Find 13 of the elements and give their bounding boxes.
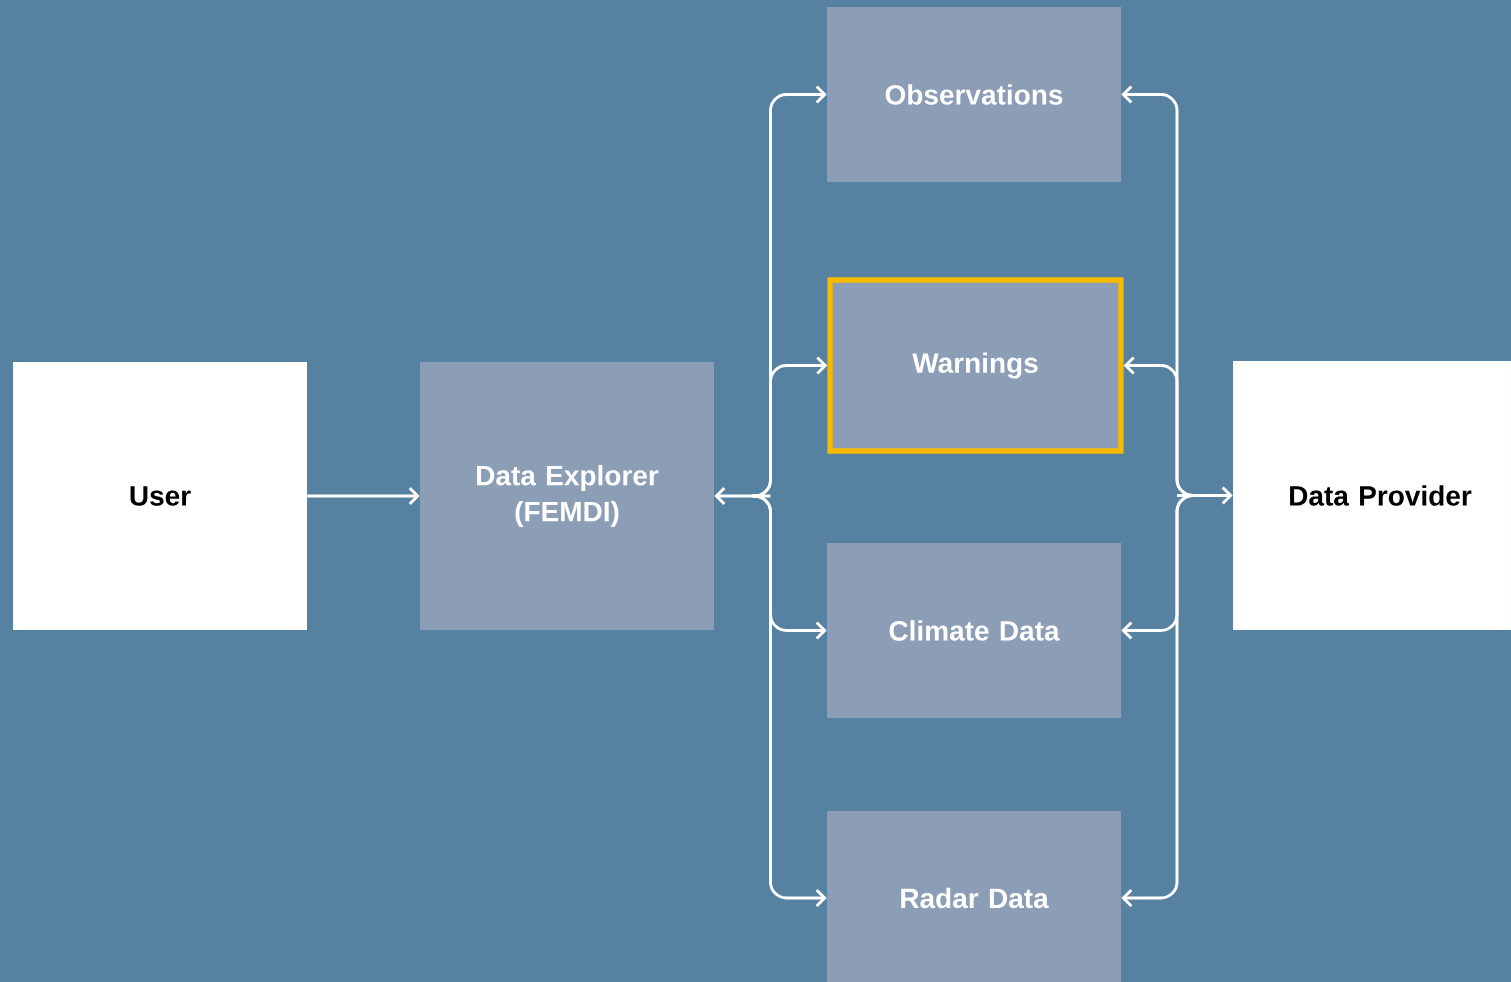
actor-box: Data Provider (1233, 360, 1511, 631)
arrow (752, 494, 827, 908)
process-box: Data Explorer (FEMDI) (420, 362, 714, 630)
arrow (307, 486, 420, 506)
process-box: Observations (827, 7, 1121, 182)
arrow (752, 356, 828, 498)
arrow (1121, 494, 1196, 908)
process-box: Climate Data (827, 543, 1121, 718)
actor-box: User (13, 362, 307, 630)
arrow (1177, 486, 1233, 505)
highlighted-box: Warnings (827, 277, 1124, 454)
arrow (714, 486, 771, 506)
process-box: Radar Data (827, 811, 1121, 982)
